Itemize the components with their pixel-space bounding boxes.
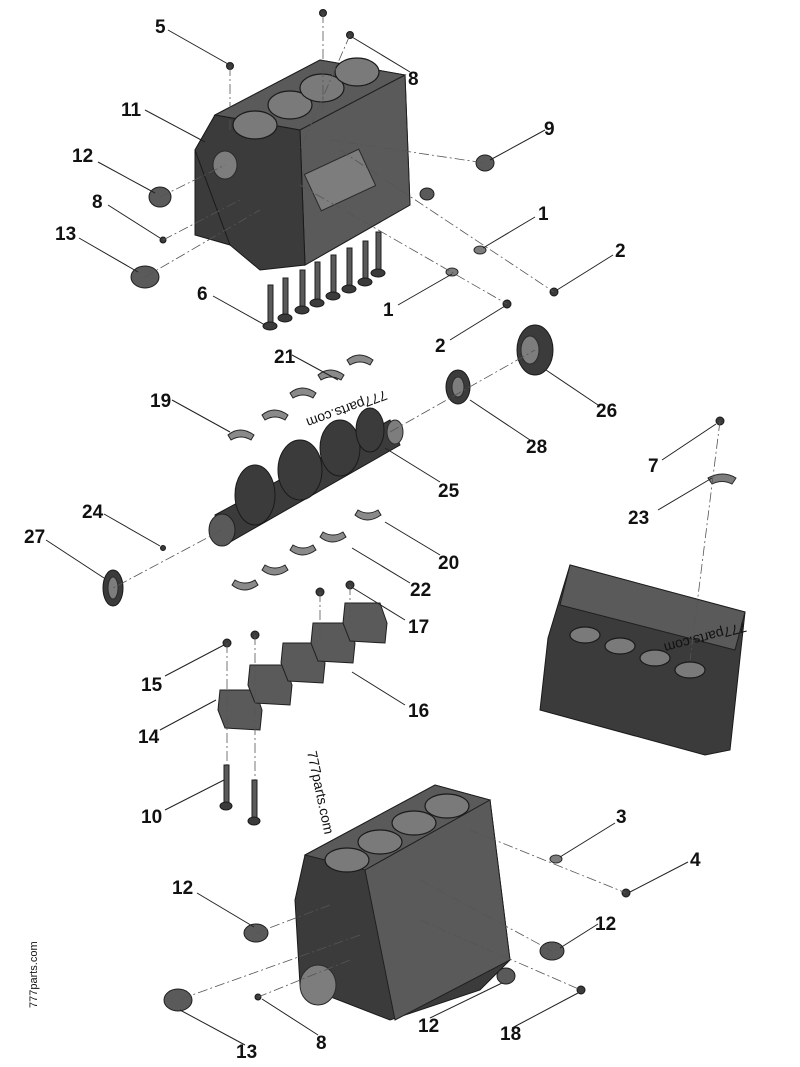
callout-20: 20 bbox=[438, 553, 459, 574]
callout-7: 7 bbox=[648, 456, 659, 477]
callout-21: 21 bbox=[274, 347, 296, 368]
callout-numbers: 5 8 11 9 12 8 1 13 2 6 1 2 21 26 19 28 7… bbox=[24, 17, 701, 1063]
callout-13: 13 bbox=[55, 224, 76, 245]
center-lines bbox=[112, 13, 721, 1001]
callout-12: 12 bbox=[595, 914, 616, 935]
callout-8: 8 bbox=[92, 192, 103, 213]
callout-5: 5 bbox=[155, 17, 166, 38]
callout-13: 13 bbox=[236, 1042, 257, 1063]
callout-4: 4 bbox=[690, 850, 701, 871]
callout-24: 24 bbox=[82, 502, 104, 523]
gears-and-seals bbox=[102, 324, 554, 607]
callout-25: 25 bbox=[438, 481, 460, 502]
callout-2: 2 bbox=[435, 336, 446, 357]
callout-22: 22 bbox=[410, 580, 431, 601]
callout-19: 19 bbox=[150, 391, 171, 412]
callout-8: 8 bbox=[408, 69, 419, 90]
callout-2: 2 bbox=[615, 241, 626, 262]
callout-18: 18 bbox=[500, 1024, 521, 1045]
callout-27: 27 bbox=[24, 527, 45, 548]
callout-8: 8 bbox=[316, 1033, 327, 1054]
callout-6: 6 bbox=[197, 284, 208, 305]
callout-9: 9 bbox=[544, 119, 555, 140]
watermark-center: 777parts.com bbox=[304, 749, 337, 835]
callout-12: 12 bbox=[72, 146, 93, 167]
callout-1: 1 bbox=[538, 204, 549, 225]
callout-10: 10 bbox=[141, 807, 162, 828]
main-bearing-caps bbox=[217, 580, 388, 826]
watermark-side: 777parts.com bbox=[28, 941, 40, 1008]
callout-1: 1 bbox=[383, 300, 394, 321]
callout-28: 28 bbox=[526, 437, 547, 458]
callout-15: 15 bbox=[141, 675, 163, 696]
callout-17: 17 bbox=[408, 617, 429, 638]
main-bolts-row bbox=[262, 231, 386, 331]
callout-12: 12 bbox=[172, 878, 193, 899]
engine-block-inverted-right bbox=[539, 416, 746, 756]
crankshaft bbox=[208, 407, 404, 547]
callout-12: 12 bbox=[418, 1016, 439, 1037]
callout-23: 23 bbox=[628, 508, 649, 529]
bearing-shells bbox=[227, 354, 382, 591]
callout-11: 11 bbox=[121, 100, 142, 121]
callout-leaders bbox=[45, 29, 717, 1046]
callout-14: 14 bbox=[138, 727, 160, 748]
callout-16: 16 bbox=[408, 701, 429, 722]
callout-26: 26 bbox=[596, 401, 617, 422]
engine-block-bottom bbox=[163, 784, 631, 1021]
callout-3: 3 bbox=[616, 807, 627, 828]
